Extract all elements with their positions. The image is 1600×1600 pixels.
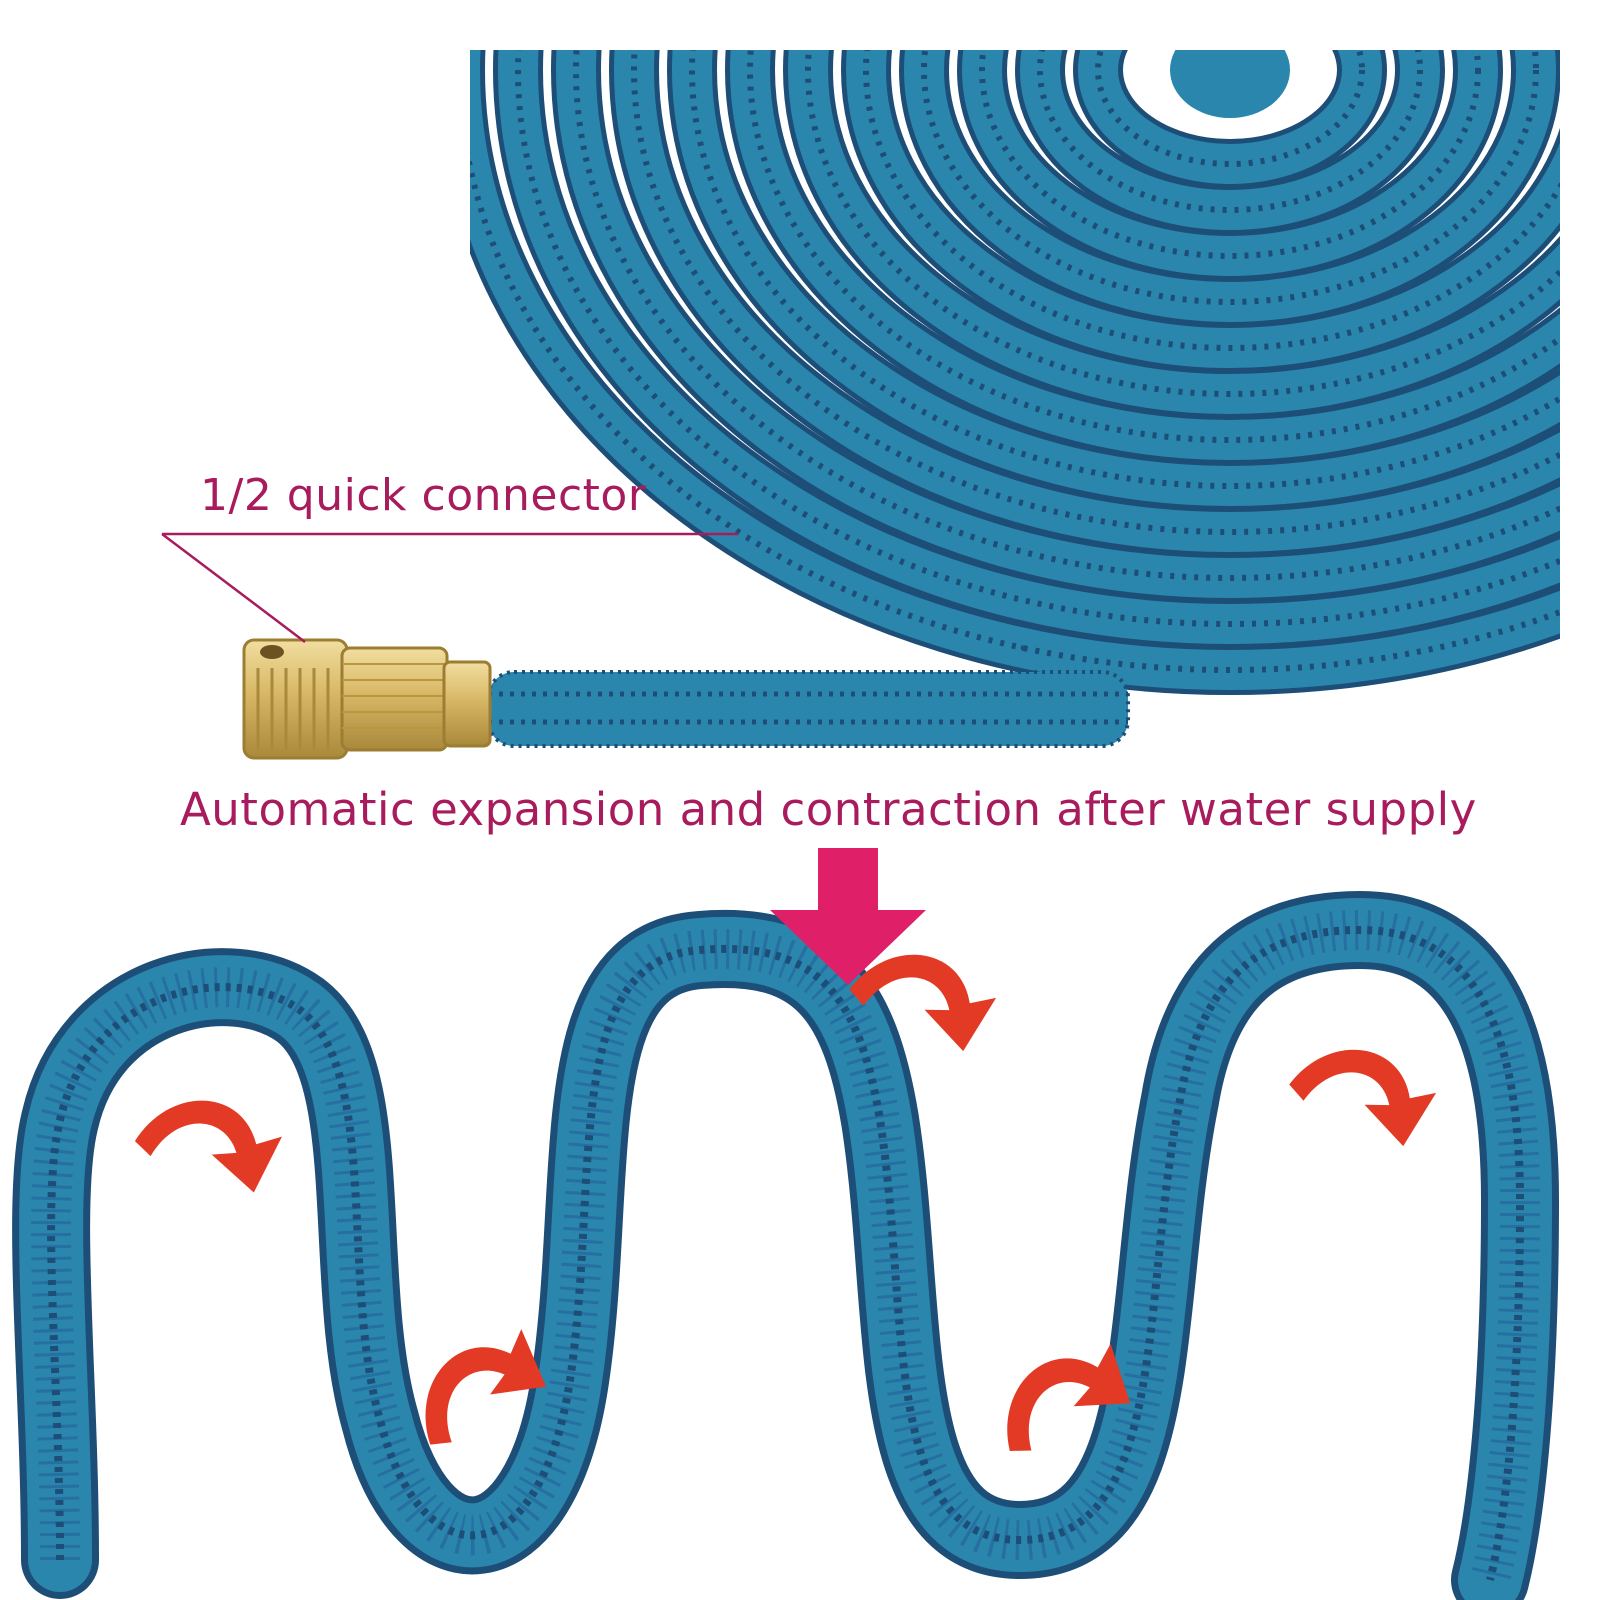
- curved-arrow-icon: [849, 954, 997, 1052]
- expansion-caption: Automatic expansion and contraction afte…: [180, 783, 1477, 836]
- hose-straight-segment: [486, 670, 1130, 748]
- connector-callout-lines: [161, 532, 738, 643]
- coil-ring-texture: [470, 149, 1560, 673]
- coil-ring-fill: [672, 50, 1560, 506]
- coil-ring-texture: [921, 50, 1539, 305]
- coil-ring-texture: [805, 50, 1560, 397]
- coil-ring-texture: [1037, 50, 1423, 213]
- coil-ring-texture: [979, 50, 1481, 259]
- coil-ring-texture: [863, 50, 1560, 351]
- connector-label: 1/2 quick connector: [200, 470, 647, 521]
- wave-hose-stitch: [47, 925, 1525, 1581]
- coil-ring-fill: [730, 50, 1560, 460]
- brass-quick-connector: [242, 638, 492, 760]
- coil-center: [1170, 50, 1290, 118]
- wave-hose-fill: [19, 897, 1553, 1600]
- curved-arrow-icon: [134, 1100, 282, 1193]
- curved-arrow-icon: [425, 1329, 547, 1445]
- coil-ring-texture: [1095, 50, 1365, 167]
- down-arrow-icon: [770, 848, 926, 985]
- coil-ring-texture: [515, 50, 1560, 627]
- curved-arrow-icon: [1289, 1049, 1437, 1147]
- coil-ring-texture: [631, 50, 1560, 535]
- curved-arrow-icon: [1007, 1343, 1131, 1451]
- coil-ring-fill: [556, 50, 1560, 598]
- expanded-wavy-hose: [12, 890, 1560, 1600]
- coiled-hose: [470, 50, 1560, 695]
- curved-arrows-group: [134, 954, 1437, 1451]
